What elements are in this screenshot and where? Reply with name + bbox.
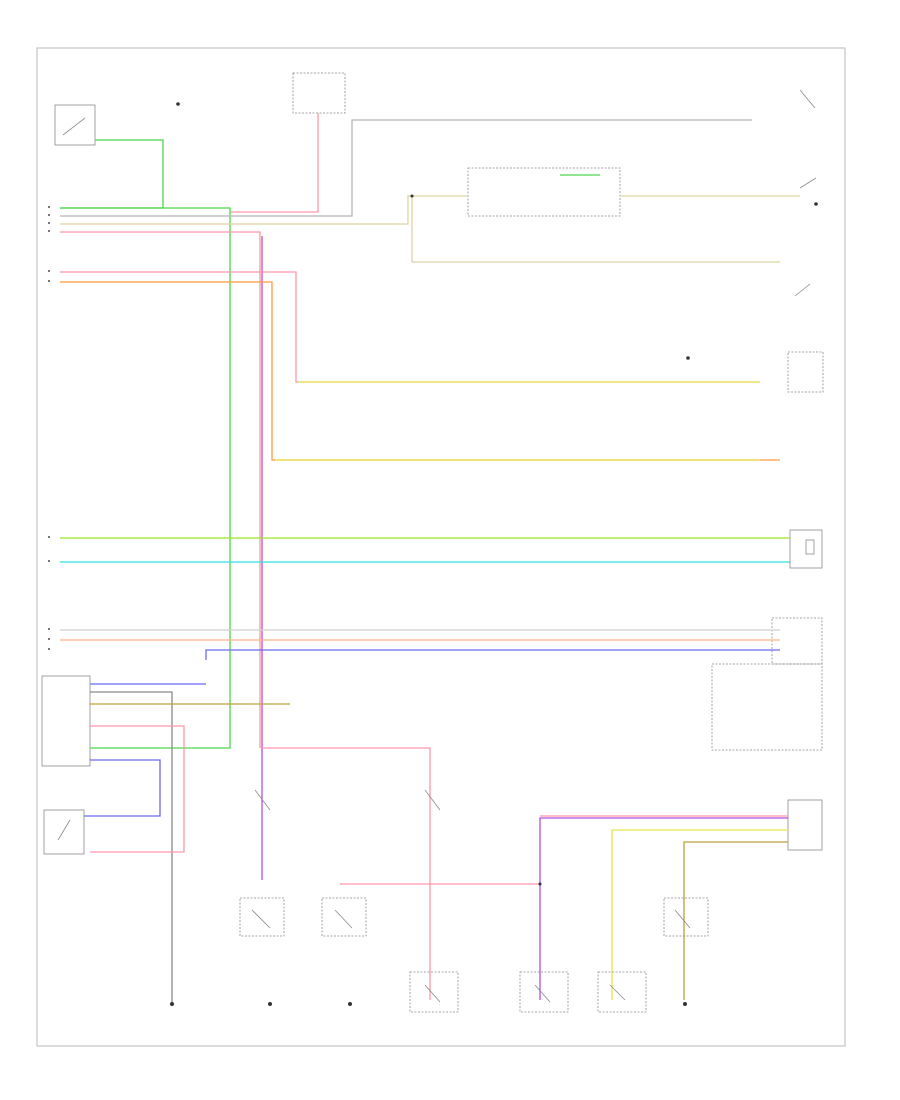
switch-right-front-contact [334, 909, 353, 929]
switch-right-front-box [321, 897, 367, 937]
wire-red-bus [60, 231, 261, 748]
switch-e-contact [609, 984, 626, 1001]
wire-green-switch [60, 139, 164, 209]
connector-icon [686, 356, 690, 360]
switch-left-front-box [239, 897, 285, 937]
ground-icon [683, 1002, 687, 1006]
wire-olive-right [683, 841, 788, 1000]
door-switch-b-contact [424, 789, 441, 811]
engine-control-box [771, 617, 823, 665]
left-door-switch-contact [57, 819, 71, 841]
switch-left-front-contact [251, 909, 271, 929]
wire-black-ground [90, 691, 173, 1002]
connector-icon [176, 102, 180, 106]
wire-gray-top [60, 119, 752, 217]
wire-red-door [262, 747, 431, 1000]
connector-icon [814, 202, 818, 206]
door-switch-c-box [409, 971, 459, 1013]
wire-violet-right [539, 817, 788, 1000]
ground-points [170, 102, 818, 1006]
wire-blue-cu [84, 759, 161, 817]
flashlight-switch-box [54, 104, 96, 146]
switch-f-contact [674, 909, 691, 929]
rear-defogger-switch-contact [799, 177, 817, 189]
wire-orange [60, 281, 780, 461]
diagram-frame [36, 47, 846, 1047]
wire-tan-down [411, 196, 780, 263]
security-connector [789, 529, 823, 569]
wire-blue-long [205, 649, 780, 660]
front-right-switch-contact [794, 283, 811, 297]
left-door-switch-box [43, 809, 85, 855]
right-door-module-box [787, 799, 823, 851]
switch-e-box [597, 971, 647, 1013]
control-unit-box [41, 675, 91, 767]
wire-pink-long [60, 271, 760, 383]
ground-icon [170, 1002, 174, 1006]
bus-pin-marks [48, 206, 50, 650]
wires [60, 113, 800, 1002]
wire-red-fuse [230, 113, 319, 213]
left-door-switch-contact [799, 89, 816, 109]
ground-icon [268, 1002, 272, 1006]
switch-contact [62, 117, 86, 136]
wire-green-long [60, 207, 231, 749]
bottom-switches [239, 789, 709, 1013]
door-switch-a-contact [254, 789, 271, 811]
dash-warning-box [787, 351, 824, 393]
door-lock-relay-box [467, 167, 621, 217]
security-connector-inner [805, 539, 815, 555]
door-switch-d-contact [534, 984, 551, 1003]
fuse-box [292, 72, 346, 114]
switch-f-box [663, 897, 709, 937]
splice-icon [538, 882, 542, 886]
splice-icon [410, 194, 414, 198]
wire-red-cu [90, 725, 185, 853]
door-switch-c-contact [424, 984, 441, 1003]
door-switch-d-box [519, 971, 569, 1013]
components [41, 72, 824, 855]
wire-tan-bus [60, 195, 468, 225]
ground-icon [348, 1002, 352, 1006]
right-module-box [711, 663, 823, 751]
wire-yellow-right [611, 829, 788, 1000]
